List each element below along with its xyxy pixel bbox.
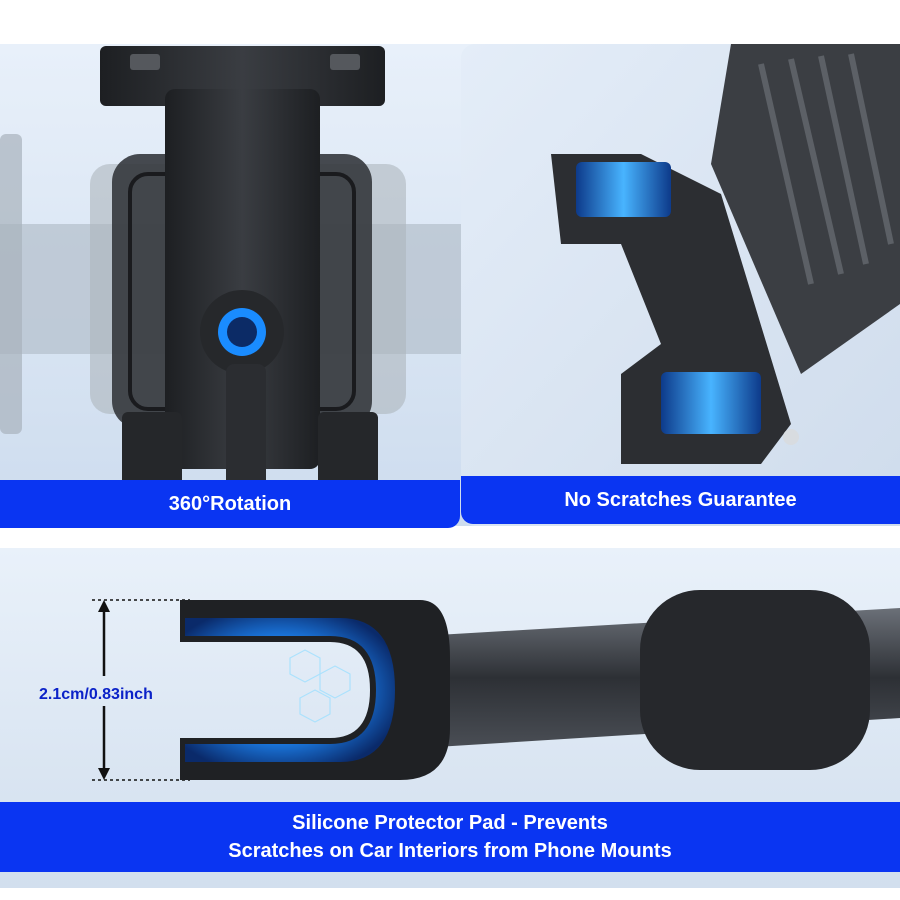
scratch-caption: No Scratches Guarantee xyxy=(564,488,797,511)
vertical-arm xyxy=(165,89,320,469)
pivot-screw xyxy=(783,429,799,445)
rear-clamp xyxy=(640,590,870,770)
scratch-panel xyxy=(461,44,900,526)
dimension-line xyxy=(92,599,190,781)
rotation-illustration xyxy=(0,44,494,526)
silicone-pad xyxy=(185,618,395,762)
upper-silicone-pad xyxy=(576,162,671,217)
pad-caption-line2: Scratches on Car Interiors from Phone Mo… xyxy=(228,840,672,862)
lower-silicone-pad xyxy=(661,372,761,434)
rotation-panel xyxy=(0,44,494,526)
pad-caption-banner: Silicone Protector Pad - Prevents Scratc… xyxy=(0,802,900,872)
rotation-caption: 360°Rotation xyxy=(168,492,292,515)
ribbed-grip xyxy=(711,44,900,374)
rotation-caption-banner: 360°Rotation xyxy=(0,480,460,528)
dimension-label: 2.1cm/0.83inch xyxy=(39,686,153,703)
scratch-caption-banner: No Scratches Guarantee xyxy=(461,476,900,524)
scratch-illustration xyxy=(461,44,900,526)
pad-caption-line1: Silicone Protector Pad - Prevents xyxy=(292,812,608,834)
